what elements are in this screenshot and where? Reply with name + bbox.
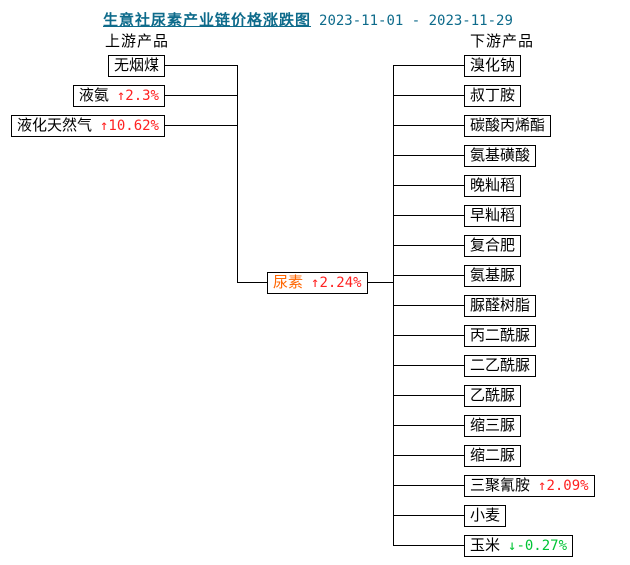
node-liquid-ammonia: 液氨 ↑2.3% [72,84,165,107]
product-name: 脲醛树脂 [470,296,531,314]
node-biuret: 缩二脲 [464,444,522,467]
node-malonylurea: 丙二酰脲 [464,324,537,347]
change-badge: ↑2.09% [538,477,589,494]
node-early-indica-rice: 早籼稻 [464,204,522,227]
node-sodium-bromide: 溴化钠 [464,54,522,77]
node-diacetylurea: 二乙酰脲 [464,354,537,377]
change-badge: ↓-0.27% [508,537,568,554]
product-name: 早籼稻 [470,206,516,224]
product-name: 乙酰脲 [470,386,516,404]
product-name: 叔丁胺 [470,86,516,104]
node-propylene-carbonate: 碳酸丙烯酯 [464,114,552,137]
node-lng: 液化天然气 ↑10.62% [10,114,165,137]
node-acetylurea: 乙酰脲 [464,384,522,407]
product-name: 三聚氰胺 [470,476,531,494]
upstream-column-label: 上游产品 [105,33,170,50]
product-name: 缩三脲 [470,416,516,434]
node-tert-butylamine: 叔丁胺 [464,84,522,107]
product-name: 液氨 [78,86,109,104]
product-name: 二乙酰脲 [470,356,531,374]
change-badge: ↑2.3% [116,87,159,104]
product-name: 丙二酰脲 [470,326,531,344]
product-name: 碳酸丙烯酯 [470,116,546,134]
node-triuret: 缩三脲 [464,414,522,437]
node-urea: 尿素 ↑2.24% [267,271,368,294]
page-title: 生意社尿素产业链价格涨跌图 [103,12,312,29]
product-name: 尿素 [273,273,304,291]
product-name: 无烟煤 [113,56,159,74]
product-name: 复合肥 [470,236,516,254]
product-name: 玉米 [470,536,501,554]
node-late-indica-rice: 晚籼稻 [464,174,522,197]
product-name: 缩二脲 [470,446,516,464]
downstream-column-label: 下游产品 [470,33,535,50]
node-corn: 玉米 ↓-0.27% [464,534,574,557]
header: 生意社尿素产业链价格涨跌图 2023-11-01 - 2023-11-29 [103,9,513,30]
product-name: 晚籼稻 [470,176,516,194]
node-anthracite: 无烟煤 [107,54,165,77]
node-melamine: 三聚氰胺 ↑2.09% [464,474,595,497]
date-range: 2023-11-01 - 2023-11-29 [319,13,513,29]
node-compound-fertilizer: 复合肥 [464,234,522,257]
product-name: 溴化钠 [470,56,516,74]
node-semicarbazide: 氨基脲 [464,264,522,287]
change-badge: ↑2.24% [311,274,362,291]
node-sulfamic-acid: 氨基磺酸 [464,144,537,167]
product-name: 氨基磺酸 [470,146,531,164]
product-name: 氨基脲 [470,266,516,284]
node-wheat: 小麦 [464,504,507,527]
node-urea-formaldehyde-resin: 脲醛树脂 [464,294,537,317]
product-name: 液化天然气 [16,116,92,134]
change-badge: ↑10.62% [99,117,159,134]
product-name: 小麦 [470,506,501,524]
